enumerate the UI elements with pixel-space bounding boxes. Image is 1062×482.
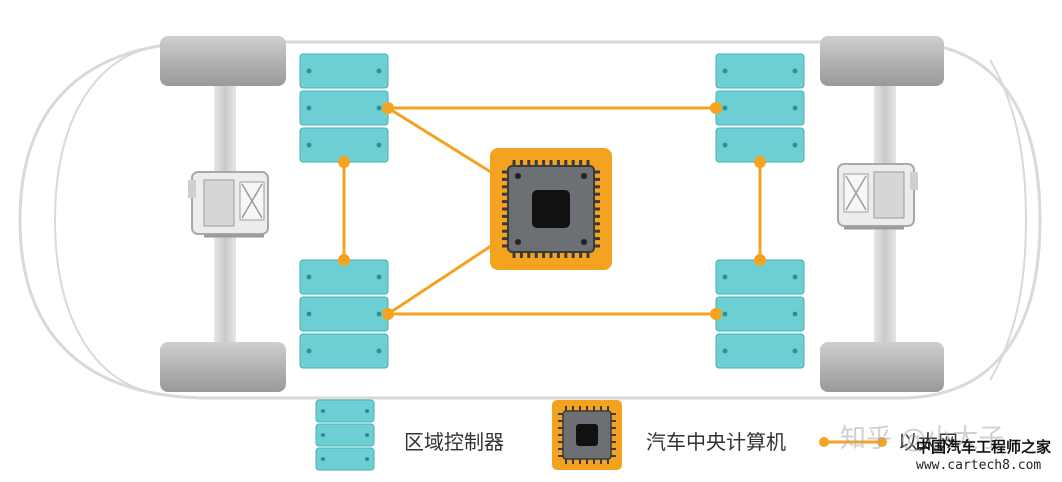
legend-zone-controller-icon xyxy=(315,399,375,471)
zone-controller xyxy=(715,53,805,163)
ethernet-node-icon xyxy=(754,254,766,266)
zone-controller xyxy=(299,259,389,369)
ethernet-nodes xyxy=(338,102,766,320)
ethernet-node-icon xyxy=(338,254,350,266)
watermark-site-name: 中国汽车工程师之家 xyxy=(916,438,1052,456)
wheel-icon xyxy=(160,342,286,392)
legend-ethernet-label: 以太网 xyxy=(898,430,958,454)
wheel-icon xyxy=(160,36,286,86)
zone-controller xyxy=(715,259,805,369)
ethernet-node-icon xyxy=(382,102,394,114)
car-body-outline xyxy=(18,40,1042,400)
wheel-icon xyxy=(820,342,944,392)
ethernet-node-icon xyxy=(338,156,350,168)
ethernet-node-icon xyxy=(710,308,722,320)
ethernet-node-icon xyxy=(754,156,766,168)
zone-controller xyxy=(299,53,389,163)
legend-zone-controller-label: 区域控制器 xyxy=(404,430,504,454)
legend-ethernet-icon xyxy=(819,437,887,447)
engine-icon xyxy=(188,171,269,238)
engine-icon xyxy=(837,163,918,230)
legend-central-computer-label: 汽车中央计算机 xyxy=(646,430,786,454)
ethernet-node-icon xyxy=(710,102,722,114)
watermark-site-url: www.cartech8.com xyxy=(916,458,1042,473)
wheel-icon xyxy=(820,36,944,86)
legend-cpu-chip-icon xyxy=(552,400,622,470)
ethernet-links xyxy=(342,106,762,316)
ethernet-node-icon xyxy=(382,308,394,320)
zone-controllers xyxy=(299,53,805,369)
cpu-chip-icon xyxy=(490,148,612,270)
watermark-zhihu: 知乎 @小太子 xyxy=(840,424,1005,454)
